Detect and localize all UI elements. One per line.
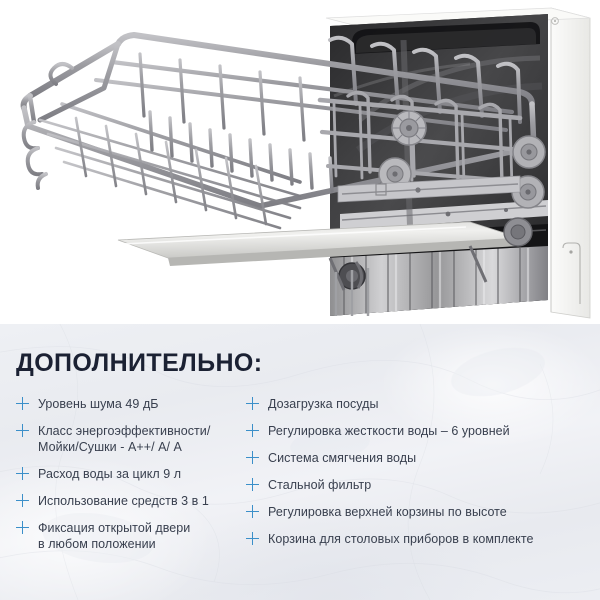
feature-item: Корзина для столовых приборов в комплект… xyxy=(246,531,594,547)
feature-item: Уровень шума 49 дБ xyxy=(16,396,244,412)
dishwasher-illustration xyxy=(20,7,591,319)
feature-text: Расход воды за цикл 9 л xyxy=(38,467,182,481)
feature-text: Использование средств 3 в 1 xyxy=(38,494,209,508)
basket-rollers xyxy=(338,110,546,290)
plus-icon xyxy=(246,451,259,464)
cutlery-basket xyxy=(334,268,370,316)
feature-text: Корзина для столовых приборов в комплект… xyxy=(268,532,534,546)
plus-icon xyxy=(16,494,29,507)
features-column-left: Уровень шума 49 дБ Класс энергоэффективн… xyxy=(16,396,244,563)
feature-item: Регулировка верхней корзины по высоте xyxy=(246,504,594,520)
feature-text: Система смягчения воды xyxy=(268,451,417,465)
plus-icon xyxy=(246,424,259,437)
plus-icon xyxy=(16,397,29,410)
feature-text-line2: в любом положении xyxy=(38,537,156,551)
feature-item: Фиксация открытой двери в любом положени… xyxy=(16,520,244,552)
product-photo xyxy=(20,7,591,319)
plus-icon xyxy=(246,532,259,545)
feature-item: Стальной фильтр xyxy=(246,477,594,493)
plus-icon xyxy=(246,397,259,410)
plus-icon xyxy=(16,521,29,534)
feature-text: Уровень шума 49 дБ xyxy=(38,397,159,411)
feature-item: Класс энергоэффективности/ Мойки/Сушки -… xyxy=(16,423,244,455)
feature-text-line2: Мойки/Сушки - А++/ А/ А xyxy=(38,440,182,454)
plus-icon xyxy=(246,478,259,491)
feature-text: Дозагрузка посуды xyxy=(268,397,379,411)
feature-item: Регулировка жесткости воды – 6 уровней xyxy=(246,423,594,439)
feature-text: Регулировка жесткости воды – 6 уровней xyxy=(268,424,510,438)
features-column-right: Дозагрузка посуды Регулировка жесткости … xyxy=(246,396,594,558)
plus-icon xyxy=(246,505,259,518)
feature-text: Регулировка верхней корзины по высоте xyxy=(268,505,507,519)
plus-icon xyxy=(16,424,29,437)
telescopic-slide xyxy=(337,175,521,203)
feature-item: Использование средств 3 в 1 xyxy=(16,493,244,509)
feature-text: Стальной фильтр xyxy=(268,478,372,492)
hinge-slot xyxy=(562,242,581,304)
page-title: ДОПОЛНИТЕЛЬНО: xyxy=(16,349,263,377)
plus-icon xyxy=(16,467,29,480)
feature-item: Расход воды за цикл 9 л xyxy=(16,466,244,482)
top-screw xyxy=(551,17,559,25)
feature-item: Дозагрузка посуды xyxy=(246,396,594,412)
feature-text: Фиксация открытой двери xyxy=(38,521,191,535)
feature-item: Система смягчения воды xyxy=(246,450,594,466)
feature-text: Класс энергоэффективности/ xyxy=(38,424,211,438)
